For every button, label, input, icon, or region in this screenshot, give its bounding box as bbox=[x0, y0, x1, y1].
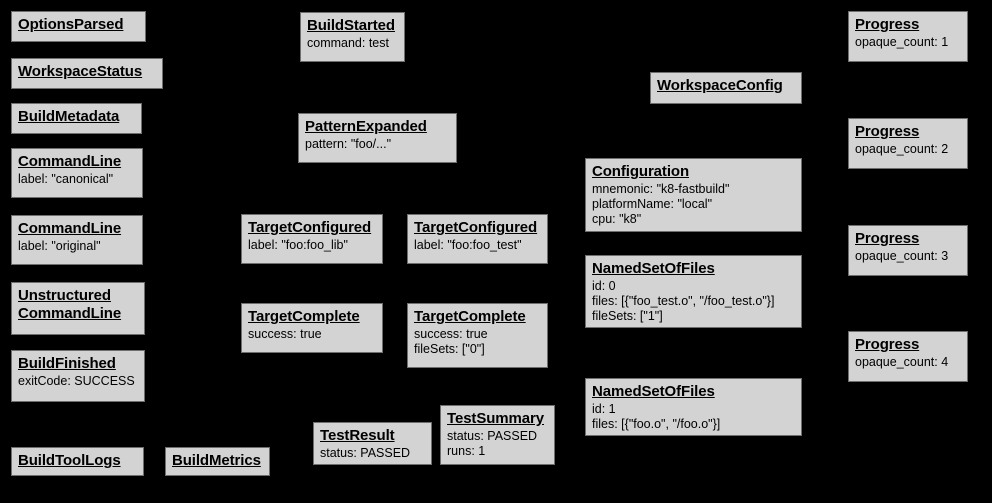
node-fields: opaque_count: 1 bbox=[855, 35, 961, 50]
node-field: runs: 1 bbox=[447, 444, 486, 458]
node-fields: command: test bbox=[307, 36, 398, 51]
node-workspace-config[interactable]: WorkspaceConfig bbox=[650, 72, 802, 104]
node-fields: label: "original" bbox=[18, 239, 136, 254]
node-pattern-expanded[interactable]: PatternExpanded pattern: "foo/..." bbox=[298, 113, 457, 163]
node-title: BuildToolLogs bbox=[18, 452, 121, 469]
node-field: id: 1 bbox=[592, 402, 616, 416]
node-field: id: 0 bbox=[592, 279, 616, 293]
node-fields: status: PASSED bbox=[320, 446, 425, 461]
node-title: Configuration bbox=[592, 163, 690, 180]
node-fields: opaque_count: 3 bbox=[855, 249, 961, 264]
node-field: label: "foo:foo_test" bbox=[414, 238, 522, 252]
node-field: status: PASSED bbox=[447, 429, 538, 443]
node-progress-3[interactable]: Progress opaque_count: 3 bbox=[848, 225, 968, 276]
node-field: exitCode: SUCCESS bbox=[18, 374, 135, 388]
node-title: TargetComplete bbox=[248, 308, 360, 325]
node-configuration[interactable]: Configuration mnemonic: "k8-fastbuild"pla… bbox=[585, 158, 802, 232]
node-unstructured-command-line[interactable]: Unstructured CommandLine bbox=[11, 282, 145, 335]
node-workspace-status[interactable]: WorkspaceStatus bbox=[11, 58, 163, 89]
node-field: success: true bbox=[248, 327, 322, 341]
node-title: BuildFinished bbox=[18, 355, 116, 372]
node-title: BuildMetadata bbox=[18, 108, 120, 125]
node-field: mnemonic: "k8-fastbuild" bbox=[592, 182, 730, 196]
node-target-configured-test[interactable]: TargetConfigured label: "foo:foo_test" bbox=[407, 214, 548, 264]
node-title: TestSummary bbox=[447, 410, 544, 427]
node-title: NamedSetOfFiles bbox=[592, 260, 715, 277]
node-field: opaque_count: 3 bbox=[855, 249, 949, 263]
node-progress-4[interactable]: Progress opaque_count: 4 bbox=[848, 331, 968, 382]
node-target-configured-lib[interactable]: TargetConfigured label: "foo:foo_lib" bbox=[241, 214, 383, 264]
node-fields: success: true bbox=[248, 327, 376, 342]
node-title: TargetConfigured bbox=[248, 219, 372, 236]
node-progress-2[interactable]: Progress opaque_count: 2 bbox=[848, 118, 968, 169]
node-build-finished[interactable]: BuildFinished exitCode: SUCCESS bbox=[11, 350, 145, 402]
node-field: files: [{"foo_test.o", "/foo_test.o"}] bbox=[592, 294, 775, 308]
node-field: pattern: "foo/..." bbox=[305, 137, 392, 151]
node-title: TargetConfigured bbox=[414, 219, 538, 236]
node-title: BuildMetrics bbox=[172, 452, 261, 469]
node-title: CommandLine bbox=[18, 153, 122, 170]
node-fields: mnemonic: "k8-fastbuild"platformName: "l… bbox=[592, 182, 795, 227]
node-command-line-original[interactable]: CommandLine label: "original" bbox=[11, 215, 143, 265]
node-field: label: "foo:foo_lib" bbox=[248, 238, 348, 252]
node-command-line-canonical[interactable]: CommandLine label: "canonical" bbox=[11, 148, 143, 198]
node-title: Unstructured CommandLine bbox=[18, 287, 122, 322]
node-field: label: "canonical" bbox=[18, 172, 114, 186]
node-fields: opaque_count: 2 bbox=[855, 142, 961, 157]
node-fields: exitCode: SUCCESS bbox=[18, 374, 138, 389]
node-fields: label: "foo:foo_lib" bbox=[248, 238, 376, 253]
node-field: fileSets: ["0"] bbox=[414, 342, 485, 356]
node-title: TestResult bbox=[320, 427, 395, 444]
node-target-complete-lib[interactable]: TargetComplete success: true bbox=[241, 303, 383, 353]
node-title: CommandLine bbox=[18, 220, 122, 237]
node-options-parsed[interactable]: OptionsParsed bbox=[11, 11, 146, 42]
node-field: opaque_count: 4 bbox=[855, 355, 949, 369]
node-build-tool-logs[interactable]: BuildToolLogs bbox=[11, 447, 144, 476]
node-fields: pattern: "foo/..." bbox=[305, 137, 450, 152]
node-title: Progress bbox=[855, 123, 920, 140]
node-field: opaque_count: 1 bbox=[855, 35, 949, 49]
node-title: TargetComplete bbox=[414, 308, 526, 325]
node-field: status: PASSED bbox=[320, 446, 411, 460]
node-title: BuildStarted bbox=[307, 17, 395, 34]
node-title: Progress bbox=[855, 16, 920, 33]
node-field: files: [{"foo.o", "/foo.o"}] bbox=[592, 417, 721, 431]
node-title: OptionsParsed bbox=[18, 16, 124, 33]
node-build-metrics[interactable]: BuildMetrics bbox=[165, 447, 270, 476]
node-field: fileSets: ["1"] bbox=[592, 309, 663, 323]
node-field: success: true bbox=[414, 327, 488, 341]
node-title: Progress bbox=[855, 336, 920, 353]
node-field: label: "original" bbox=[18, 239, 101, 253]
node-title: WorkspaceStatus bbox=[18, 63, 143, 80]
node-fields: opaque_count: 4 bbox=[855, 355, 961, 370]
node-field: opaque_count: 2 bbox=[855, 142, 949, 156]
node-title: NamedSetOfFiles bbox=[592, 383, 715, 400]
node-title: Progress bbox=[855, 230, 920, 247]
node-field: cpu: "k8" bbox=[592, 212, 642, 226]
node-title: WorkspaceConfig bbox=[657, 77, 783, 94]
node-build-started[interactable]: BuildStarted command: test bbox=[300, 12, 405, 62]
node-fields: label: "foo:foo_test" bbox=[414, 238, 541, 253]
node-build-metadata[interactable]: BuildMetadata bbox=[11, 103, 142, 134]
node-fields: label: "canonical" bbox=[18, 172, 136, 187]
node-field: command: test bbox=[307, 36, 389, 50]
node-test-result[interactable]: TestResult status: PASSED bbox=[313, 422, 432, 465]
node-progress-1[interactable]: Progress opaque_count: 1 bbox=[848, 11, 968, 62]
node-field: platformName: "local" bbox=[592, 197, 713, 211]
node-title: PatternExpanded bbox=[305, 118, 427, 135]
